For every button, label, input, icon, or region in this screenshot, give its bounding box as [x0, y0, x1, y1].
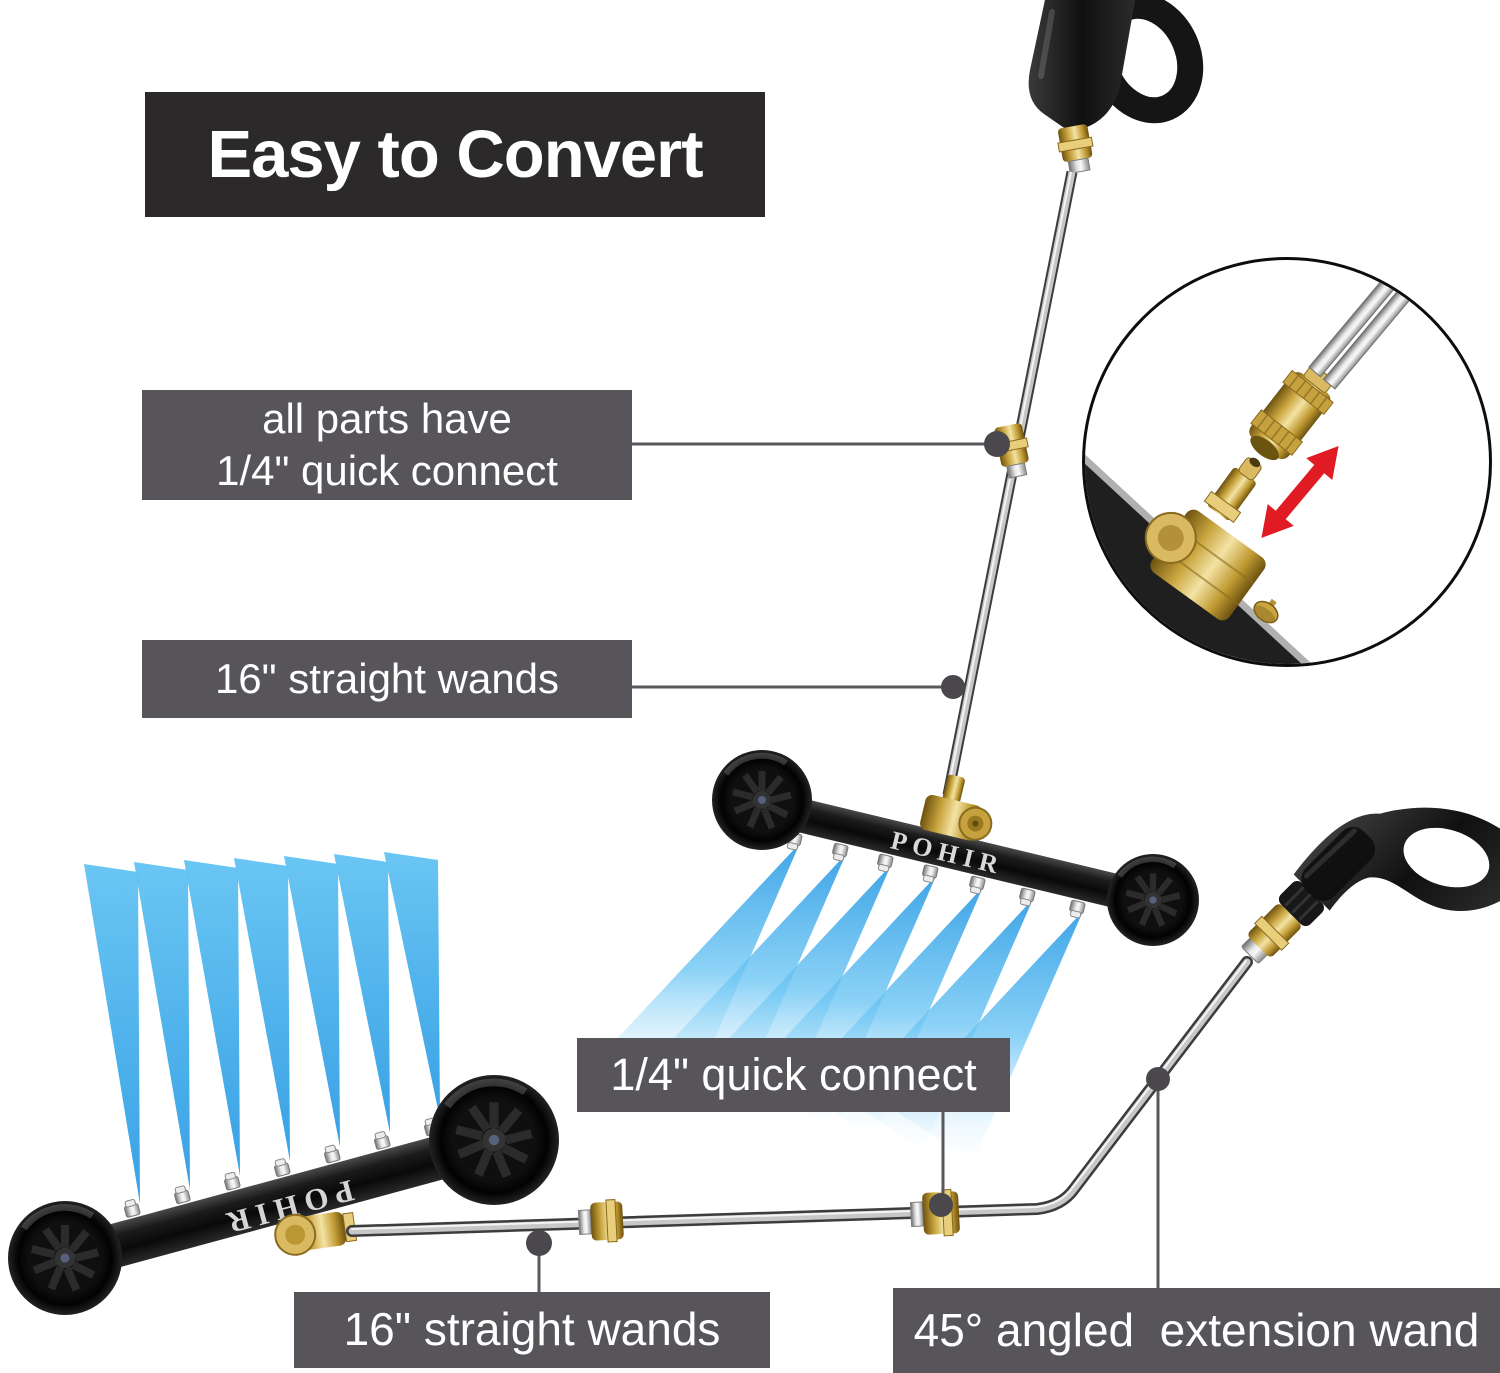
brass-knob [1253, 598, 1279, 624]
wheel [429, 1075, 559, 1205]
wheel [1107, 854, 1199, 946]
leader-dot [526, 1230, 552, 1256]
spray-jets-top [613, 843, 1083, 1163]
callout-all-parts: all parts have 1/4" quick connect [142, 390, 632, 500]
callout-straight-wands-top: 16" straight wands [142, 640, 632, 718]
wand-tubes [1308, 260, 1439, 390]
callout-line: 16" straight wands [343, 1303, 721, 1356]
leader-dot [1146, 1067, 1170, 1091]
leader-dot [929, 1193, 953, 1217]
straight-wand-top [942, 170, 1078, 797]
extension-wand-run [346, 956, 1253, 1243]
swivel-elbow-coupler [274, 1211, 358, 1256]
quick-connect-coupler [1057, 124, 1094, 174]
title-banner: Easy to Convert [145, 92, 765, 217]
quick-connect-coupler [577, 1199, 624, 1243]
callout-angled-extension-wand: 45° angled extension wand [893, 1288, 1500, 1373]
quick-connect-plug [1203, 457, 1262, 523]
spray-jets-bottom [84, 852, 440, 1204]
undercarriage-cleaner-bottom: POHIR [8, 1075, 559, 1315]
wheel [712, 750, 812, 850]
leader-lines [537, 442, 1160, 1292]
callout-line: all parts have [262, 394, 512, 442]
callout-quick-connect: 1/4" quick connect [577, 1038, 1010, 1112]
brass-adapter-body [1144, 509, 1266, 621]
callout-line: 1/4" quick connect [216, 447, 558, 494]
spray-gun-right [1241, 807, 1500, 964]
quick-connect-detail [1085, 260, 1439, 664]
leader-dot [984, 431, 1010, 457]
callout-line: 16" straight wands [214, 654, 560, 702]
quick-connect-socket [1249, 364, 1335, 461]
red-double-arrow-icon [1261, 446, 1339, 538]
leader-dots [526, 431, 1170, 1256]
wheel [8, 1201, 122, 1315]
spray-gun-top [1028, 0, 1204, 174]
callout-line: 45° angled extension wand [913, 1303, 1480, 1356]
callout-line: 1/4" quick connect [610, 1048, 977, 1100]
callout-straight-wands-bottom: 16" straight wands [294, 1292, 770, 1368]
detail-inset-circle [1082, 257, 1492, 667]
leader-dot [941, 675, 965, 699]
swivel-coupler [920, 774, 993, 841]
page-title: Easy to Convert [207, 117, 703, 192]
